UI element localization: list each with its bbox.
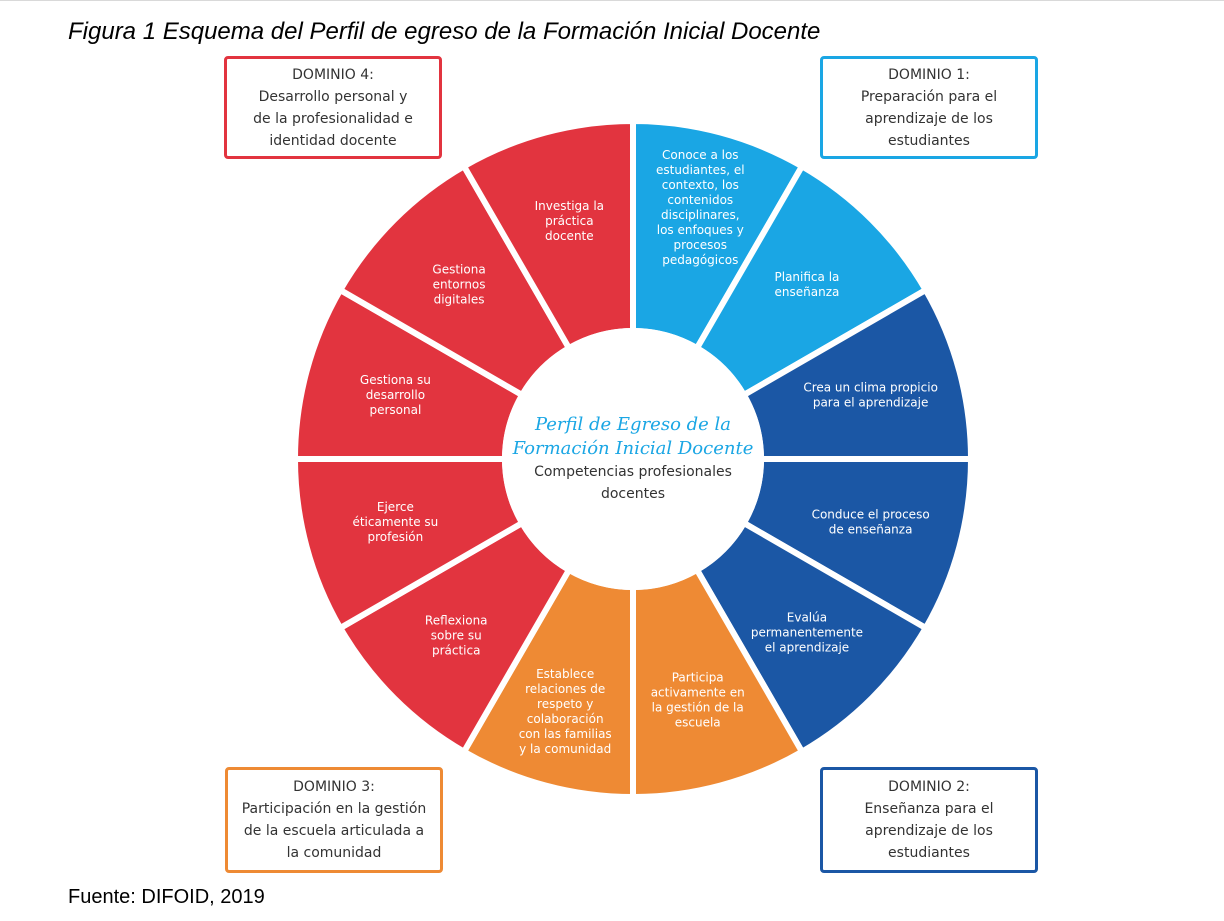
segment-label-evalua: Evalúa (787, 610, 827, 624)
domain-2-line: Enseñanza para el (864, 801, 994, 817)
segment-label-gestiona-desarrollo: personal (369, 403, 421, 417)
segment-label-clima: para el aprendizaje (813, 395, 929, 409)
domain-4-line: identidad docente (269, 132, 397, 149)
segment-label-reflexiona: práctica (432, 643, 481, 657)
segment-label-ejerce: profesión (367, 530, 423, 544)
domain-4-box: DOMINIO 4: Desarrollo personal y de la p… (224, 56, 442, 159)
segment-label-establece: y la comunidad (519, 742, 611, 756)
segment-label-establece: relaciones de (525, 682, 605, 696)
segment-label-clima: Crea un clima propicio (803, 380, 938, 394)
domain-3-line: de la escuela articulada a (243, 823, 425, 839)
segment-label-reflexiona: Reflexiona (425, 613, 488, 627)
segment-label-participa: Participa (672, 670, 724, 684)
center-subtitle-line: Competencias profesionales (534, 464, 732, 480)
segment-label-gestiona-entornos: entornos (433, 278, 486, 292)
center-hub (502, 328, 764, 590)
segment-label-reflexiona: sobre su (431, 628, 482, 642)
segment-label-conoce: los enfoques y (657, 223, 744, 237)
segment-label-ejerce: Ejerce (377, 500, 414, 514)
segment-label-evalua: permanentemente (751, 625, 863, 639)
segment-label-investiga: Investiga la (535, 199, 604, 213)
segment-label-evalua: el aprendizaje (765, 640, 849, 654)
top-rule (0, 0, 1224, 1)
domain-1-line: estudiantes (888, 132, 970, 149)
domain-4-line: Desarrollo personal y (258, 88, 408, 105)
figure-title: Figura 1 Esquema del Perfil de egreso de… (68, 18, 821, 45)
center-title-line: Perfil de Egreso de la (534, 414, 731, 435)
segment-label-conoce: contexto, los (662, 178, 739, 192)
segment-label-gestiona-desarrollo: desarrollo (366, 388, 425, 402)
segment-label-investiga: práctica (545, 214, 594, 228)
segment-label-participa: la gestión de la (652, 700, 744, 714)
segment-label-ejerce: éticamente su (352, 515, 438, 529)
domain-2-line: estudiantes (888, 845, 970, 861)
domain-3-line: la comunidad (286, 845, 382, 861)
segment-label-conoce: Conoce a los (662, 148, 739, 162)
segment-label-conoce: pedagógicos (662, 253, 738, 267)
segment-label-conoce: estudiantes, el (656, 163, 745, 177)
segment-label-gestiona-entornos: Gestiona (432, 263, 485, 277)
domain-4-line: de la profesionalidad e (253, 110, 413, 127)
domain-3-line: Participación en la gestión (241, 801, 427, 817)
center-title-line: Formación Inicial Docente (512, 438, 754, 459)
segment-label-establece: respeto y (537, 697, 593, 711)
segment-label-conoce: disciplinares, (661, 208, 740, 222)
domain-1-box: DOMINIO 1: Preparación para el aprendiza… (820, 56, 1038, 159)
domain-2-line: aprendizaje de los (865, 823, 993, 839)
segment-label-gestiona-entornos: digitales (434, 293, 485, 307)
segment-label-conduce: de enseñanza (829, 523, 913, 537)
center-subtitle-line: docentes (601, 486, 665, 502)
segment-label-conduce: Conduce el proceso (812, 508, 930, 522)
segment-label-establece: colaboración (527, 712, 604, 726)
segment-label-gestiona-desarrollo: Gestiona su (360, 373, 431, 387)
domain-3-box: DOMINIO 3: Participación en la gestión d… (225, 767, 443, 873)
segment-label-conoce: procesos (674, 238, 727, 252)
domain-1-title: DOMINIO 1: (888, 66, 970, 83)
domain-1-line: aprendizaje de los (865, 110, 993, 127)
segment-label-planifica: enseñanza (775, 285, 840, 299)
domain-4-title: DOMINIO 4: (292, 66, 374, 83)
segment-label-establece: Establece (536, 667, 594, 681)
segment-label-participa: activamente en (651, 685, 745, 699)
domain-2-title: DOMINIO 2: (888, 779, 970, 795)
segment-label-participa: escuela (675, 715, 721, 729)
domain-3-title: DOMINIO 3: (293, 779, 375, 795)
segment-label-conoce: contenidos (667, 193, 733, 207)
domain-2-box: DOMINIO 2: Enseñanza para el aprendizaje… (820, 767, 1038, 873)
source-note: Fuente: DIFOID, 2019 (68, 886, 265, 908)
segment-label-establece: con las familias (519, 727, 612, 741)
segment-label-investiga: docente (545, 229, 594, 243)
segment-label-planifica: Planifica la (775, 270, 840, 284)
domain-1-line: Preparación para el (860, 88, 998, 105)
